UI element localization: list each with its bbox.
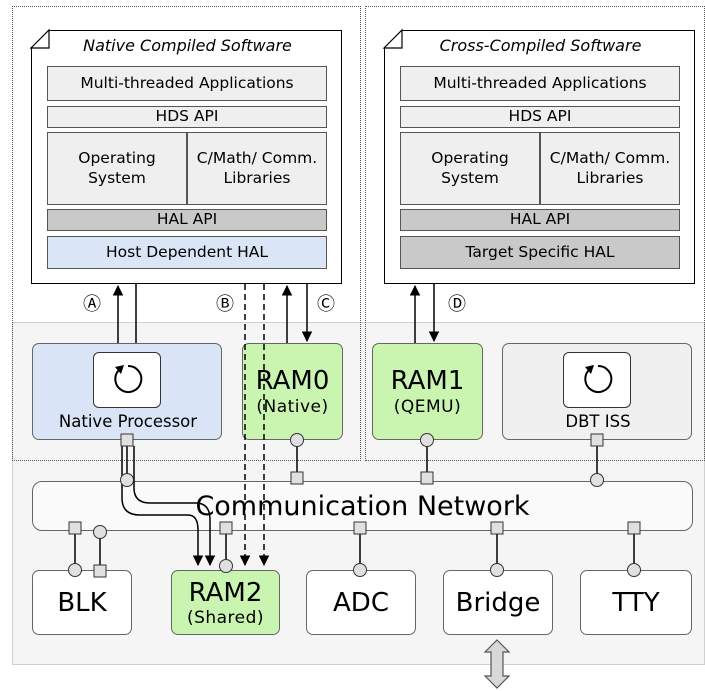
adc-block: ADC — [306, 570, 416, 635]
ram2-name: RAM2 — [188, 577, 263, 608]
cross-os-layer: Operating System — [400, 132, 540, 205]
connection-label-b: Ⓑ — [216, 294, 234, 315]
native-software-title: Native Compiled Software — [83, 36, 292, 55]
native-hal-api-layer: HAL API — [47, 209, 327, 231]
connection-label-c: Ⓒ — [317, 294, 335, 315]
ram2-sub: (Shared) — [186, 607, 265, 628]
ram0-block: RAM0 (Native) — [242, 343, 343, 440]
ram1-name: RAM1 — [390, 365, 465, 396]
cross-apps-layer: Multi-threaded Applications — [400, 66, 680, 101]
arrow-processor-ram2-2 — [133, 446, 216, 567]
cross-hal-api-layer: HAL API — [400, 209, 680, 231]
bridge-block: Bridge — [443, 570, 553, 635]
dbt-iss-label: DBT ISS — [565, 412, 631, 431]
refresh-cycle-icon — [93, 352, 161, 408]
port-circles — [68, 433, 641, 577]
blk-label: BLK — [57, 587, 107, 618]
connection-label-a: Ⓐ — [83, 294, 101, 315]
arrow-processor-ram2-1 — [121, 446, 204, 567]
native-apps-layer: Multi-threaded Applications — [47, 66, 327, 101]
tty-block: TTY — [580, 570, 692, 635]
ram1-block: RAM1 (QEMU) — [372, 343, 483, 440]
native-software-stack: Native Compiled Software Multi-threaded … — [31, 30, 342, 284]
host-dependent-hal-layer: Host Dependent HAL — [47, 236, 327, 269]
target-specific-hal-layer: Target Specific HAL — [400, 236, 680, 269]
adc-label: ADC — [333, 587, 389, 618]
native-libs-layer: C/Math/ Comm. Libraries — [187, 132, 327, 205]
bridge-label: Bridge — [455, 587, 541, 618]
refresh-cycle-icon — [563, 352, 631, 408]
bus-connectors — [74, 440, 635, 570]
native-os-layer: Operating System — [47, 132, 187, 205]
blk-block: BLK — [32, 570, 132, 635]
native-hds-api-layer: HDS API — [47, 106, 327, 128]
connection-label-d: Ⓓ — [448, 294, 466, 315]
port-squares — [68, 433, 641, 578]
cross-software-stack: Cross-Compiled Software Multi-threaded A… — [384, 30, 695, 284]
ram0-name: RAM0 — [255, 365, 330, 396]
ram1-sub: (QEMU) — [393, 396, 462, 417]
dbt-iss-block: DBT ISS — [502, 343, 692, 440]
native-processor-label: Native Processor — [58, 412, 198, 431]
bidirectional-arrow-icon — [483, 639, 511, 689]
cross-hds-api-layer: HDS API — [400, 106, 680, 128]
ram2-block: RAM2 (Shared) — [171, 570, 280, 635]
tty-label: TTY — [612, 587, 660, 618]
cross-software-title: Cross-Compiled Software — [439, 36, 642, 55]
native-region-boundary — [12, 6, 361, 461]
native-doc-corner — [29, 28, 50, 49]
cross-libs-layer: C/Math/ Comm. Libraries — [540, 132, 680, 205]
ram0-sub: (Native) — [256, 396, 329, 417]
cross-doc-corner — [382, 28, 403, 49]
native-processor-block: Native Processor — [32, 343, 222, 440]
